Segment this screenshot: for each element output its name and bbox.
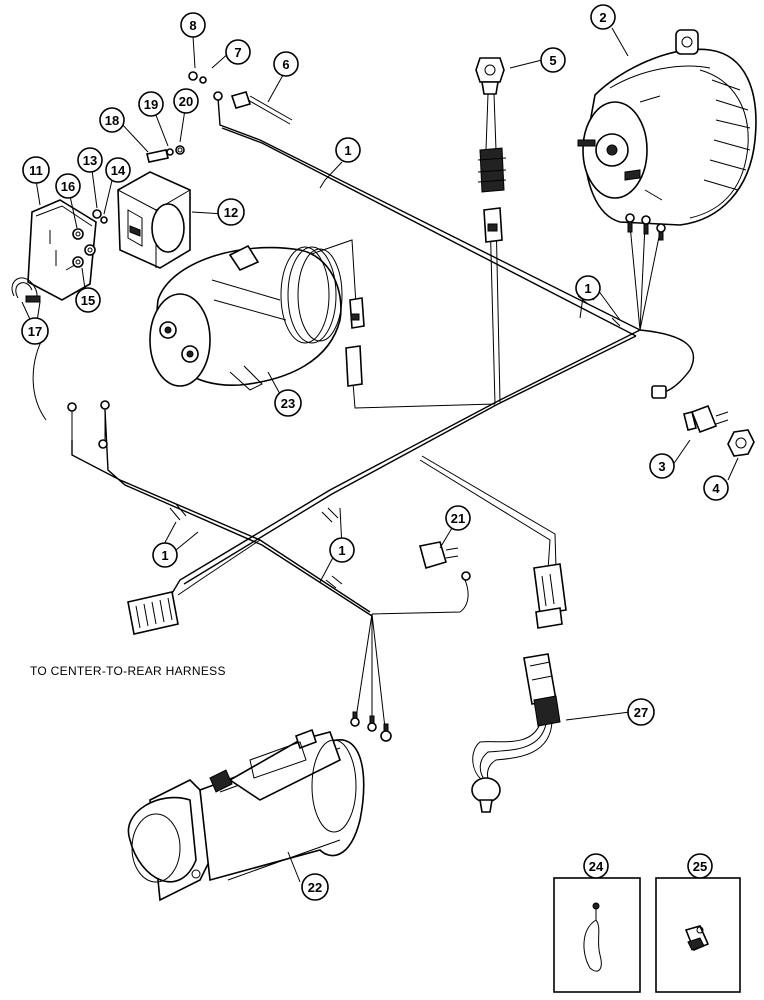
main-harness <box>71 97 695 729</box>
callout-21: 21 <box>445 505 471 531</box>
svg-text:19: 19 <box>144 97 158 112</box>
clamp-17 <box>11 277 47 421</box>
svg-text:27: 27 <box>634 705 648 720</box>
callout-14: 14 <box>105 157 131 183</box>
svg-text:7: 7 <box>234 45 241 60</box>
svg-text:12: 12 <box>224 205 238 220</box>
starter-motor <box>127 728 365 902</box>
switch-3 <box>683 404 729 434</box>
inset-box-25 <box>655 877 741 993</box>
regulator-12 <box>117 171 191 269</box>
callout-1-left: 1 <box>152 542 178 568</box>
alternator-ring-terminals <box>625 213 666 241</box>
svg-text:13: 13 <box>83 153 97 168</box>
svg-text:1: 1 <box>338 543 345 558</box>
svg-text:4: 4 <box>712 481 720 496</box>
svg-text:18: 18 <box>105 113 119 128</box>
callout-12: 12 <box>217 198 245 226</box>
callout-24: 24 <box>583 853 609 879</box>
svg-text:1: 1 <box>161 548 168 563</box>
callout-3: 3 <box>649 453 675 479</box>
callout-23: 23 <box>274 389 302 417</box>
svg-text:1: 1 <box>344 143 351 158</box>
svg-text:16: 16 <box>61 179 75 194</box>
svg-text:14: 14 <box>111 163 126 178</box>
alternator <box>577 29 757 226</box>
callout-2: 2 <box>590 4 616 30</box>
callout-1-right: 1 <box>575 275 601 301</box>
callout-5: 5 <box>540 47 566 73</box>
callout-6: 6 <box>273 51 299 77</box>
svg-text:11: 11 <box>29 163 43 178</box>
callout-15: 15 <box>75 287 101 313</box>
svg-text:17: 17 <box>28 324 42 339</box>
sensor-5 <box>475 57 507 243</box>
svg-text:6: 6 <box>282 57 289 72</box>
svg-text:8: 8 <box>189 18 196 33</box>
multi-pin-connector <box>533 563 567 629</box>
callouts: 1 2 3 4 5 6 7 8 <box>21 4 729 901</box>
svg-text:15: 15 <box>81 293 95 308</box>
callout-16: 16 <box>55 173 81 199</box>
left-ring-terminals <box>67 400 110 449</box>
svg-text:20: 20 <box>179 94 193 109</box>
starter-ring-terminals <box>350 711 392 742</box>
harness-end-connector <box>651 385 667 399</box>
svg-text:2: 2 <box>599 10 606 25</box>
callout-25: 25 <box>687 853 713 879</box>
callout-7: 7 <box>225 39 251 65</box>
callout-19: 19 <box>138 91 164 117</box>
callout-22: 22 <box>301 873 329 901</box>
probe-6 <box>213 91 293 125</box>
cover-11 <box>27 199 97 301</box>
center-to-rear-connector <box>127 591 179 635</box>
callout-11: 11 <box>22 156 50 184</box>
svg-text:22: 22 <box>308 880 322 895</box>
pressure-switch-21 <box>419 541 471 581</box>
callout-20: 20 <box>173 88 199 114</box>
svg-text:21: 21 <box>451 511 465 526</box>
callout-1-top: 1 <box>335 137 361 163</box>
nut-4 <box>727 429 755 457</box>
svg-text:24: 24 <box>589 859 604 874</box>
harness-note: TO CENTER-TO-REAR HARNESS <box>30 664 226 678</box>
sensor-27 <box>471 653 561 813</box>
svg-text:1: 1 <box>584 281 591 296</box>
callout-27: 27 <box>627 698 655 726</box>
callout-1-center: 1 <box>329 537 355 563</box>
compressor-connector <box>345 297 365 387</box>
callout-8: 8 <box>180 12 206 38</box>
svg-text:23: 23 <box>281 396 295 411</box>
svg-text:5: 5 <box>549 53 556 68</box>
hardware-13-16 <box>72 209 108 268</box>
callout-4: 4 <box>703 475 729 501</box>
small-hardware <box>146 71 207 163</box>
ac-compressor <box>149 244 343 391</box>
inset-box-24 <box>553 877 641 993</box>
svg-text:25: 25 <box>693 859 707 874</box>
callout-18: 18 <box>99 107 125 133</box>
callout-13: 13 <box>77 147 103 173</box>
svg-text:3: 3 <box>658 459 665 474</box>
callout-17: 17 <box>21 317 49 345</box>
